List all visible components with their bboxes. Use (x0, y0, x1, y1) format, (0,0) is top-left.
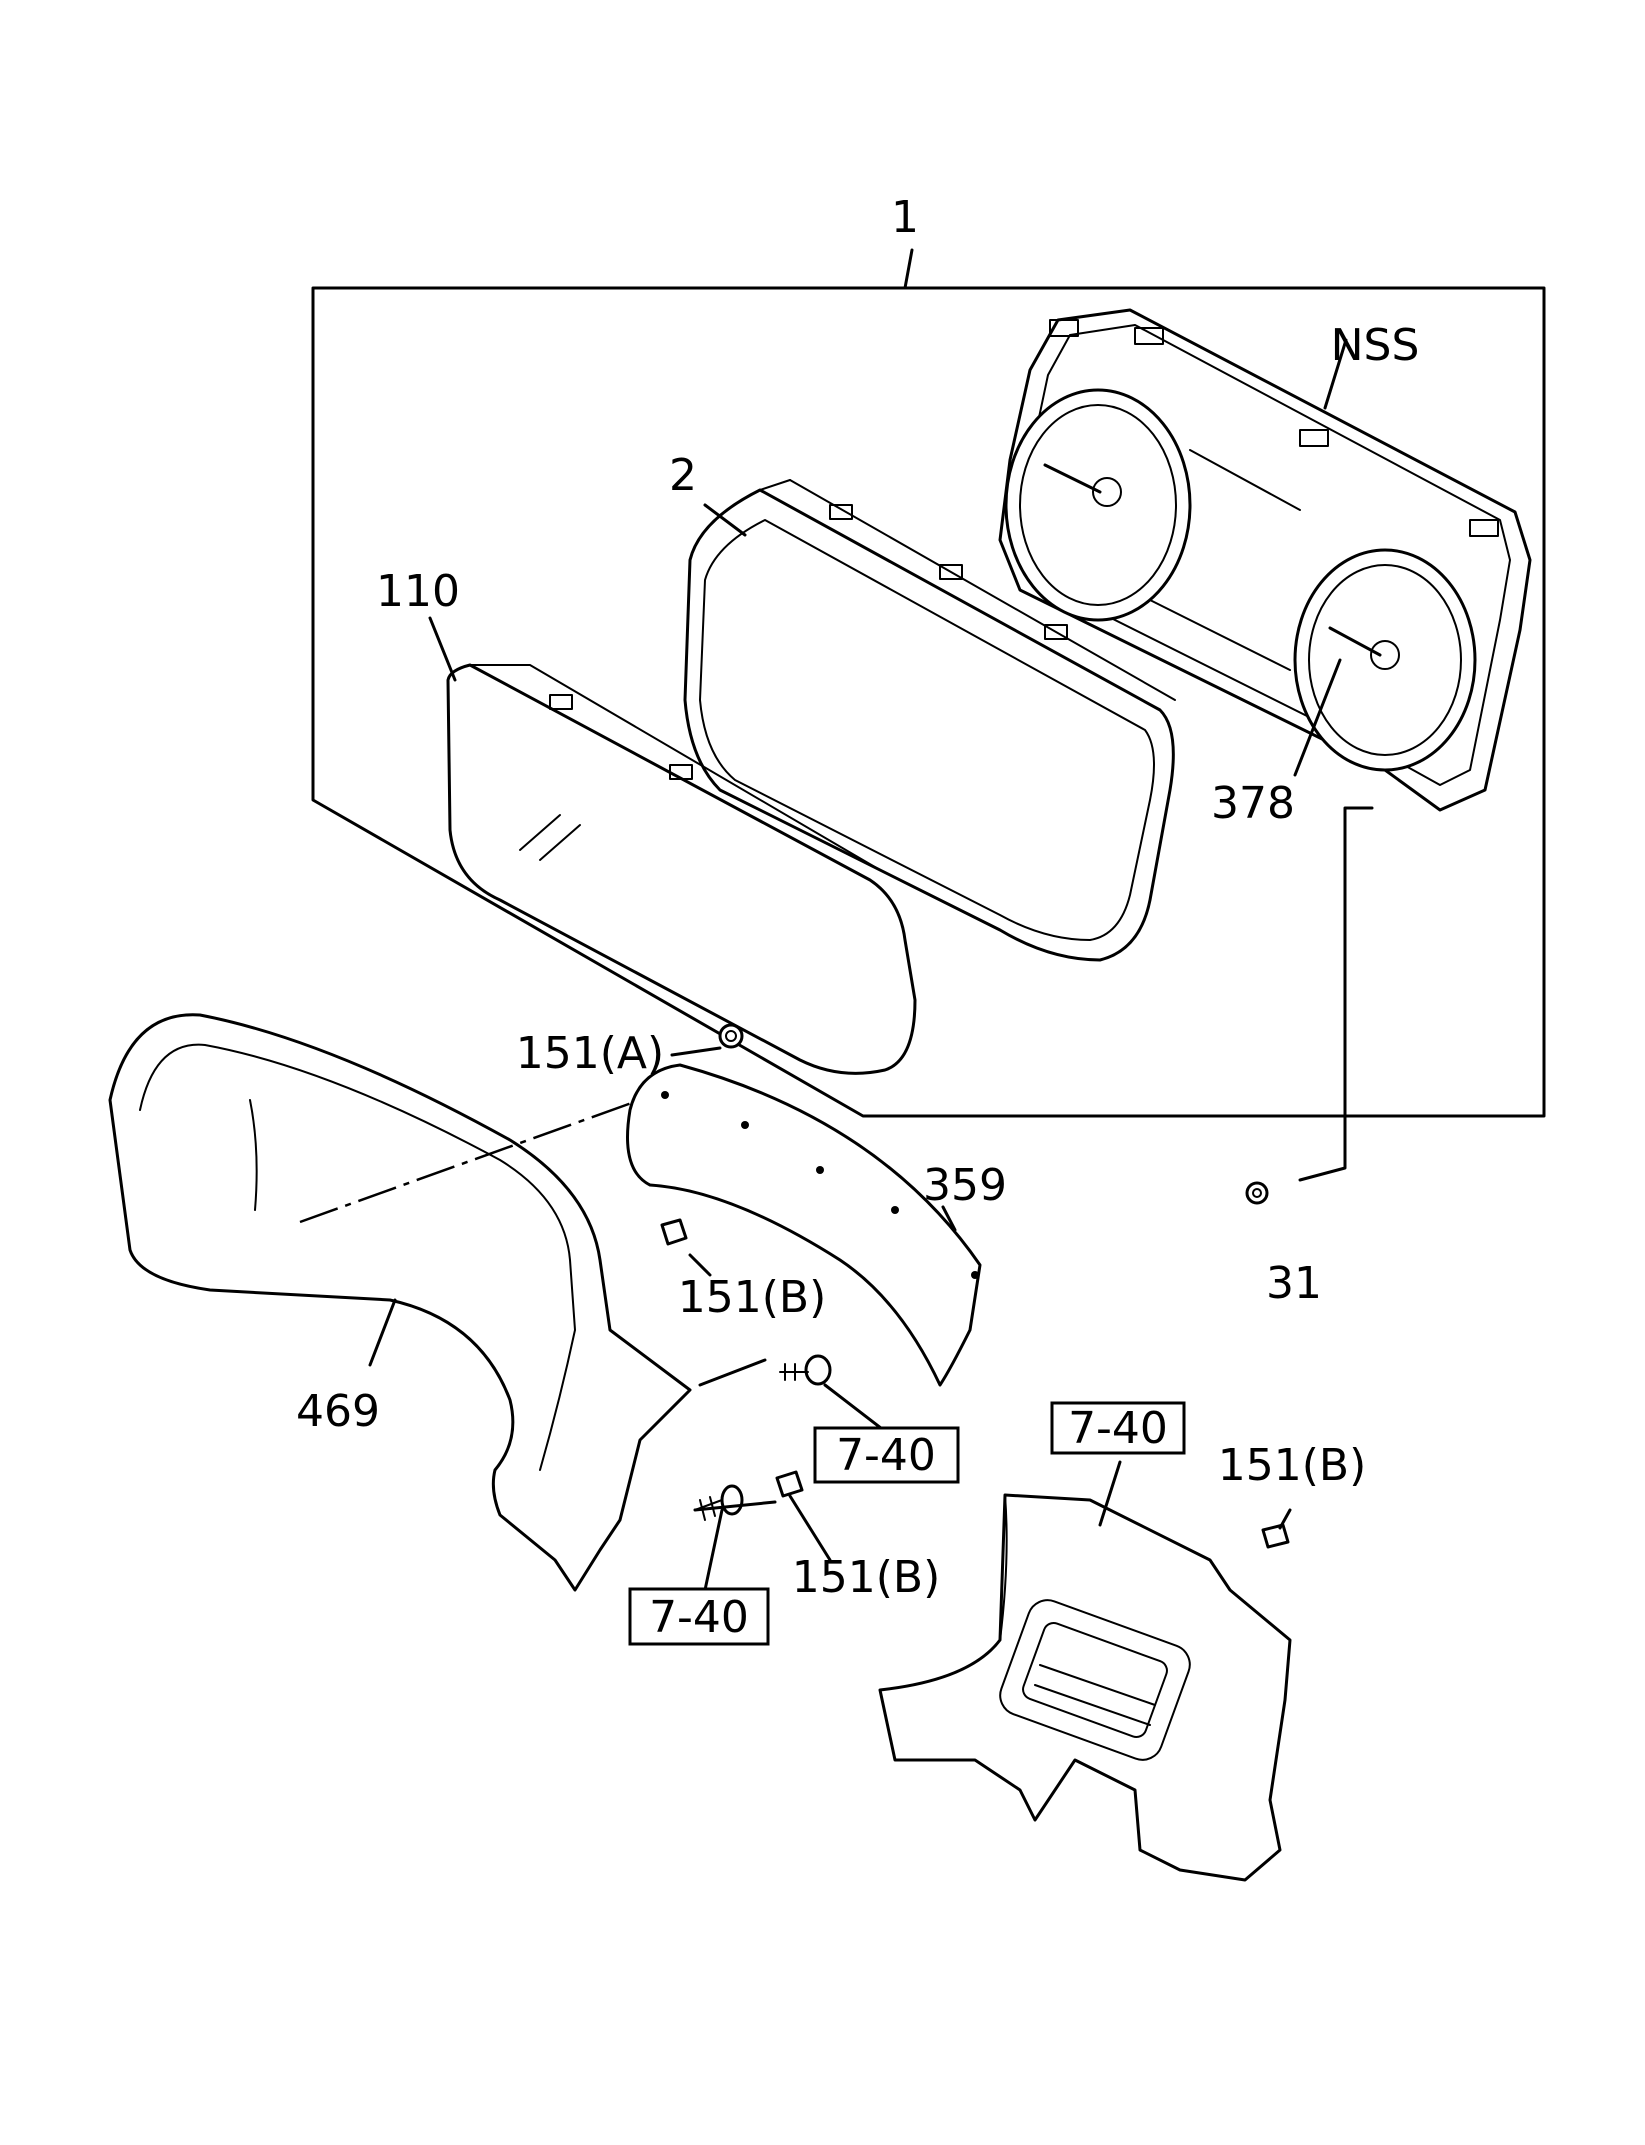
meter-unit (998, 308, 1532, 812)
label-lens: 110 (376, 566, 460, 617)
ref-box-3 (628, 1587, 770, 1646)
label-case: 2 (669, 450, 697, 501)
meter-lens (446, 663, 917, 1075)
label-clip-b-1: 151(B) (678, 1272, 827, 1323)
label-clip-b-3: 151(B) (1218, 1440, 1367, 1491)
label-bezel-469: 469 (296, 1386, 380, 1437)
label-screw-31: 31 (1266, 1258, 1322, 1309)
label-clip-b-2: 151(B) (792, 1552, 941, 1603)
label-ref-1: 7-40 (836, 1430, 936, 1481)
label-nss: NSS (1331, 320, 1420, 371)
label-meter: 378 (1211, 778, 1295, 829)
meter-bezel (108, 1013, 692, 1592)
label-assembly: 1 (891, 192, 919, 243)
vent-panel (878, 1493, 1292, 1882)
meter-case (683, 479, 1176, 962)
ref-box-1 (813, 1426, 960, 1484)
ref-box-2 (1050, 1401, 1186, 1455)
label-ref-2: 7-40 (1068, 1403, 1168, 1454)
panel-359 (626, 1063, 982, 1387)
label-clip-a: 151(A) (516, 1028, 664, 1079)
label-panel-359: 359 (923, 1160, 1007, 1211)
label-ref-3: 7-40 (649, 1592, 749, 1643)
assembly-frame (311, 248, 1546, 1118)
